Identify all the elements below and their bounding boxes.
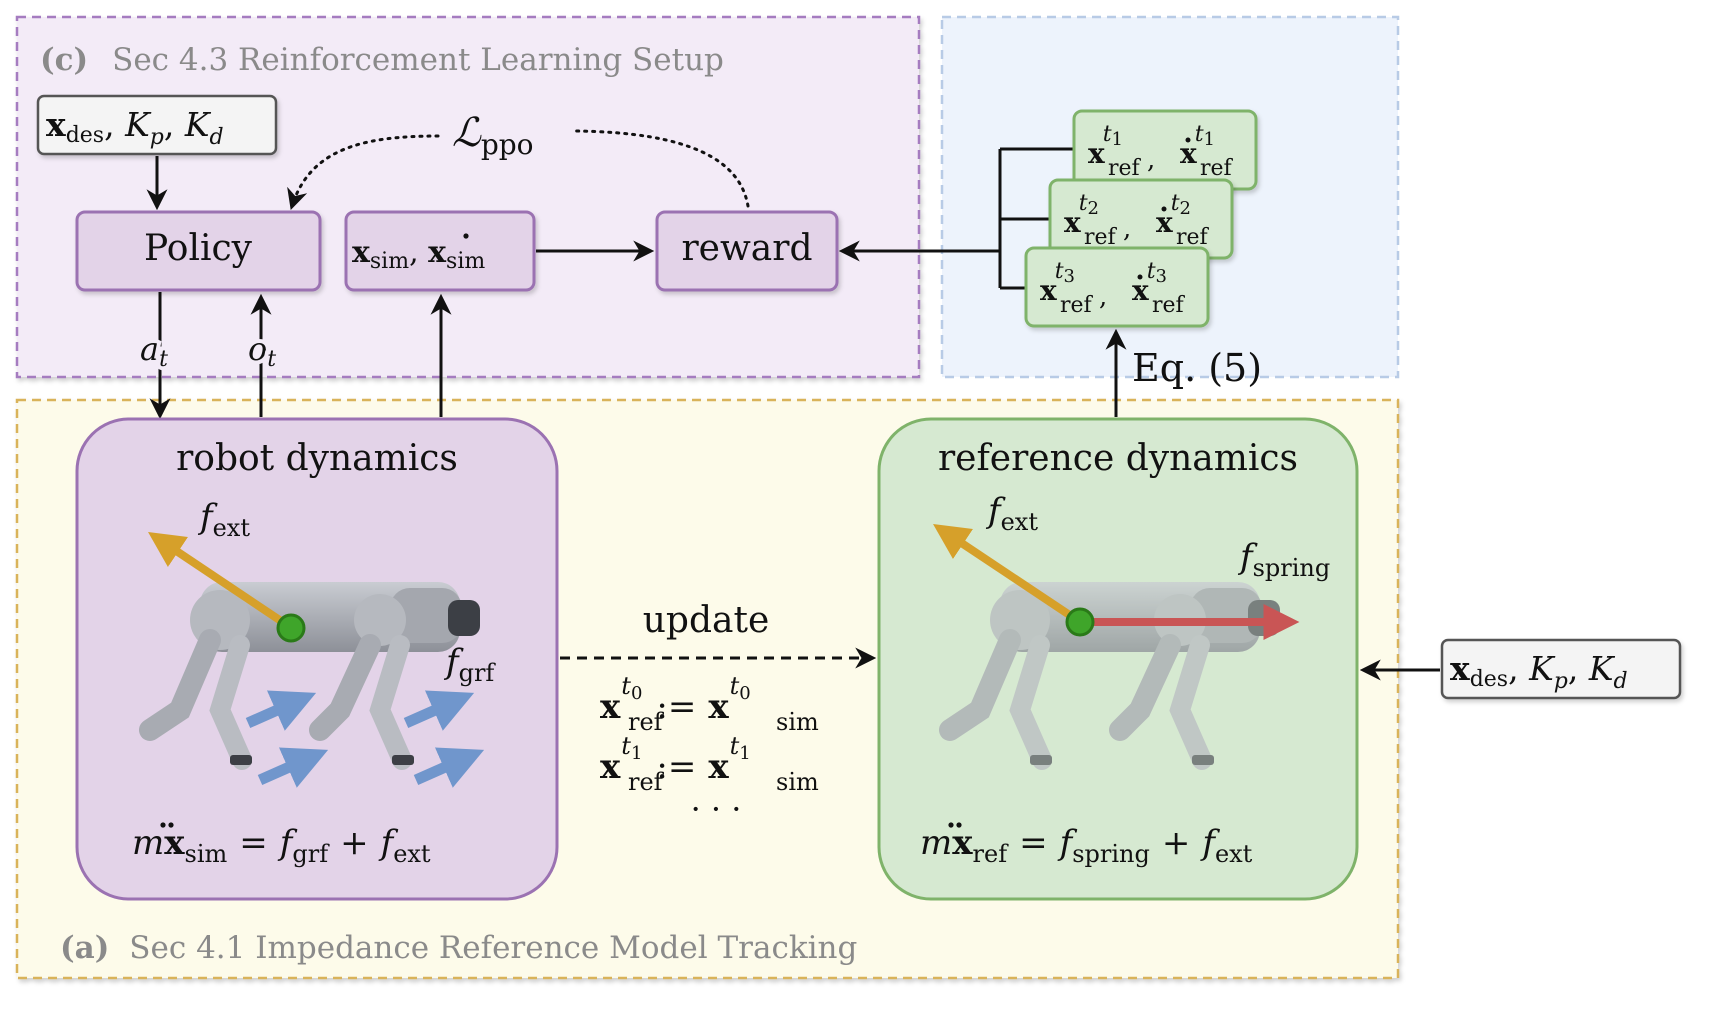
- svg-text:xt3: xt3: [1040, 259, 1075, 307]
- svg-text:ref: ref: [1060, 293, 1094, 318]
- panel-a-title: (a) Sec 4.1 Impedance Reference Model Tr…: [60, 930, 857, 966]
- svg-text:ref: ref: [1152, 293, 1186, 318]
- svg-text:xt2: xt2: [1064, 191, 1099, 239]
- reference-input-params-box: xdes, Kp, Kd: [1440, 638, 1682, 700]
- policy-box: Policy: [75, 210, 322, 292]
- svg-text:robot dynamics: robot dynamics: [176, 438, 458, 479]
- action-label: at: [140, 330, 168, 372]
- f-grf-label: fgrf: [443, 642, 496, 687]
- robot-equation: mxsim=fgrf+fext: [132, 823, 431, 868]
- robot-illustration-ref: [939, 582, 1280, 770]
- svg-text:xt3: xt3: [1132, 259, 1167, 307]
- reference-equation-ddot: [948, 822, 962, 828]
- svg-text:xt2: xt2: [1156, 191, 1191, 239]
- update-line-2-sub-sim: sim: [776, 768, 819, 796]
- reference-equation: mxref=fspring+fext: [920, 823, 1253, 868]
- svg-text:xdes, Kp, Kd: xdes, Kp, Kd: [1450, 649, 1628, 694]
- svg-text:,: ,: [1123, 214, 1131, 244]
- svg-text:ref: ref: [1176, 225, 1210, 250]
- f-ext-arrow-ref: [933, 524, 1083, 626]
- loss-to-policy-curve: [287, 134, 440, 210]
- observation-label: ot: [248, 330, 276, 372]
- update-line-2-sub-ref: ref: [628, 768, 665, 796]
- reference-box-t3: xt3 ref xt3 ref ,: [1024, 246, 1210, 328]
- update-ellipsis: · · ·: [691, 790, 742, 828]
- update-line-1-sub-ref: ref: [628, 708, 665, 736]
- robot-illustration-sim: [139, 582, 480, 770]
- svg-text:,: ,: [1099, 282, 1107, 312]
- update-line-1-sub-sim: sim: [776, 708, 819, 736]
- panel-c-title: (c) Sec 4.3 Reinforcement Learning Setup: [40, 42, 724, 78]
- svg-text:ref: ref: [1084, 225, 1118, 250]
- policy-input-params-box: xdes, Kp, Kd: [36, 94, 278, 156]
- update-line-2: xt1:=xt1: [600, 732, 751, 787]
- svg-text:,: ,: [1147, 145, 1155, 175]
- eq5-label: Eq. (5): [1132, 346, 1262, 390]
- com-dot-sim: [276, 613, 306, 643]
- loss-feedback-curve: [572, 129, 750, 208]
- svg-text:reward: reward: [681, 228, 812, 269]
- svg-text:reference dynamics: reference dynamics: [938, 438, 1298, 479]
- svg-text:xsim, xsim: xsim, xsim: [352, 235, 485, 274]
- svg-text:xt1: xt1: [1180, 122, 1215, 170]
- reference-box-t1: xt1 ref xt1 ref ,: [1072, 109, 1258, 191]
- reference-bracket: [998, 147, 1076, 290]
- svg-text:xdes, Kp, Kd: xdes, Kp, Kd: [46, 105, 224, 150]
- reference-dynamics-box: reference dynamics: [877, 417, 1359, 901]
- f-ext-arrow-sim: [148, 531, 293, 631]
- svg-text:ref: ref: [1200, 156, 1234, 181]
- robot-equation-ddot: [160, 822, 174, 828]
- svg-text:Policy: Policy: [144, 228, 253, 269]
- reference-box-t2: xt2 ref xt2 ref ,: [1048, 178, 1234, 260]
- svg-text:xt1: xt1: [1088, 122, 1123, 170]
- svg-text:ref: ref: [1108, 156, 1142, 181]
- reward-box: reward: [655, 210, 839, 292]
- loss-ppo-label: ℒppo: [452, 110, 534, 161]
- state-dot-accent: [463, 233, 469, 239]
- update-label: update: [643, 600, 770, 641]
- state-sim-box: xsim, xsim: [344, 210, 536, 292]
- f-grf-arrows: [245, 690, 485, 788]
- update-line-1: xt0:=xt0: [600, 672, 751, 727]
- com-dot-ref: [1065, 607, 1095, 637]
